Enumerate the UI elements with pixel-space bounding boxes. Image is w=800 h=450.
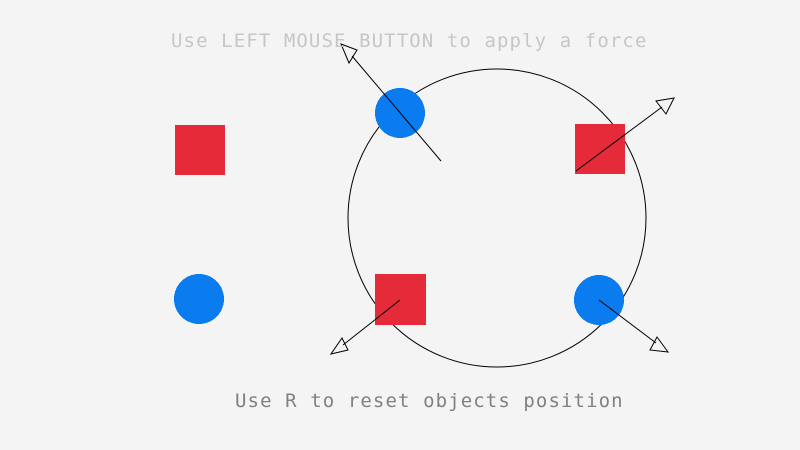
- arrowhead-down-left: [329, 337, 349, 355]
- arrowhead-up-right: [655, 97, 675, 115]
- hint-text-mouse-force: Use LEFT MOUSE BUTTON to apply a force: [171, 30, 648, 52]
- force-line-down-left: [342, 299, 401, 346]
- force-vector-up-left: [340, 43, 442, 162]
- force-line-up-right: [575, 106, 663, 172]
- arrowhead-down-right: [649, 336, 670, 353]
- force-vector-up-right: [575, 97, 675, 172]
- force-vector-down-left: [329, 299, 401, 355]
- force-line-down-right: [598, 299, 657, 344]
- constraint-circle: [347, 68, 647, 368]
- arrowhead-up-left: [340, 43, 358, 65]
- force-line-up-left: [351, 55, 442, 162]
- circle-free-left[interactable]: [174, 274, 224, 324]
- force-vector-down-right: [598, 299, 670, 353]
- square-free-left[interactable]: [175, 125, 225, 175]
- hint-text-reset-key: Use R to reset objects position: [235, 390, 624, 412]
- square-bottom[interactable]: [375, 274, 426, 325]
